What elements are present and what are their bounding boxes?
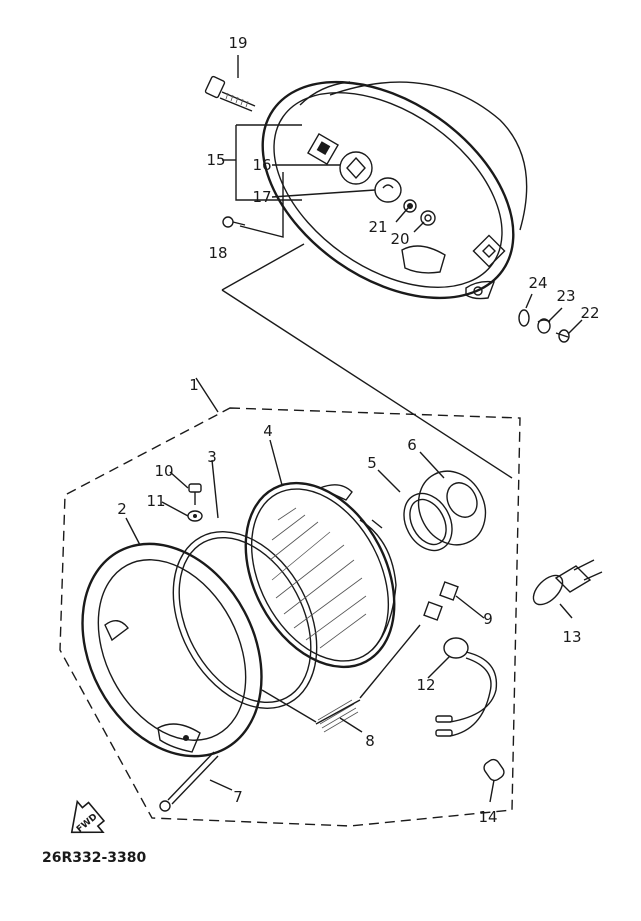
callout-21: 21: [368, 218, 387, 236]
callout-20: 20: [390, 230, 409, 248]
part-2-rim: [81, 542, 263, 758]
callout-22: 22: [580, 304, 599, 322]
part-19-bolt: [204, 75, 256, 112]
assembly-1-boundary: [59, 407, 521, 827]
part-5-6-socket-cover: [403, 470, 487, 552]
callout-24: 24: [528, 274, 547, 292]
part-13-bulb: [532, 559, 603, 606]
part-12-socket-cord: [435, 637, 498, 737]
callout-18: 18: [208, 244, 227, 262]
callout-12: 12: [416, 676, 435, 694]
callout-16: 16: [252, 156, 271, 174]
callout-1: 1: [189, 376, 199, 394]
callout-14: 14: [478, 808, 497, 826]
callout-11: 11: [146, 492, 165, 510]
callout-numbers: 19 15 16 17 18 21 20 24 23 22 1 4 6 3 5 …: [117, 34, 599, 826]
part-7-bolt: [159, 751, 219, 812]
callout-19: 19: [228, 34, 247, 52]
part-4-lens-unit: [244, 481, 397, 669]
callout-6: 6: [407, 436, 417, 454]
callout-8: 8: [365, 732, 375, 750]
callout-15: 15: [206, 151, 225, 169]
callout-13: 13: [562, 628, 581, 646]
callout-9: 9: [483, 610, 493, 628]
part-14-bulb: [483, 758, 505, 782]
part-code: 26R332-3380: [42, 850, 147, 866]
callout-4: 4: [263, 422, 273, 440]
callout-7: 7: [233, 788, 243, 806]
callout-23: 23: [556, 287, 575, 305]
part-3-seal-ring: [172, 531, 318, 709]
headlight-housing: [261, 80, 528, 300]
part-18-screw: [222, 216, 246, 228]
callout-3: 3: [207, 448, 217, 466]
leader-lines: [125, 55, 583, 803]
callout-2: 2: [117, 500, 127, 518]
callout-5: 5: [367, 454, 377, 472]
part-10-11-screw-washer: [187, 483, 203, 522]
callout-17: 17: [252, 188, 271, 206]
parts-22-24-fasteners: [518, 309, 570, 343]
callout-10: 10: [154, 462, 173, 480]
forward-arrow-icon: FWD: [70, 799, 106, 835]
part-8-spring: [315, 699, 361, 733]
part-9-adjuster: [423, 581, 459, 621]
